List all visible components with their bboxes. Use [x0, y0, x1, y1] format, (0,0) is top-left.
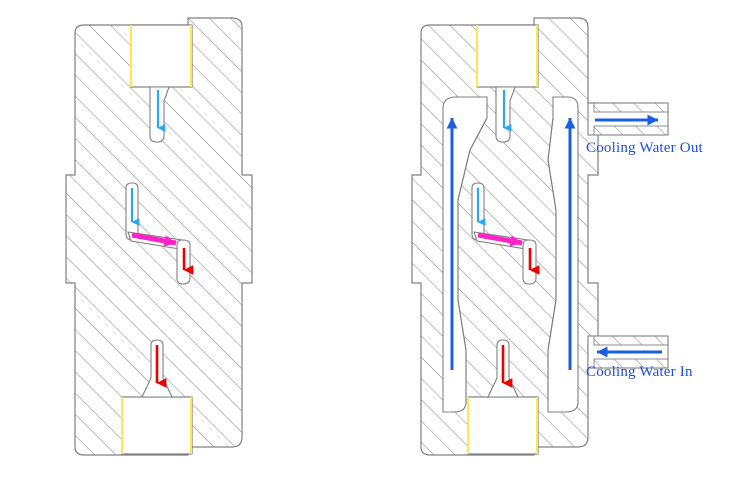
right-core-contour	[457, 117, 557, 402]
right-sprue-channel	[495, 86, 516, 143]
left-sprue-channel	[149, 86, 170, 143]
left-top-cavity	[130, 24, 193, 88]
cooling-water-in-label: Cooling Water In	[586, 364, 693, 380]
left-bottom-cavity	[121, 396, 193, 455]
left-gate-arrow	[131, 232, 177, 247]
right-top-cavity	[476, 24, 539, 88]
right-gate-arrow	[477, 232, 523, 247]
left-mold-panel	[65, 17, 253, 456]
right-mold-panel	[411, 17, 669, 456]
right-bottom-cavity	[467, 396, 539, 455]
cooling-water-out-label: Cooling Water Out	[586, 140, 703, 156]
